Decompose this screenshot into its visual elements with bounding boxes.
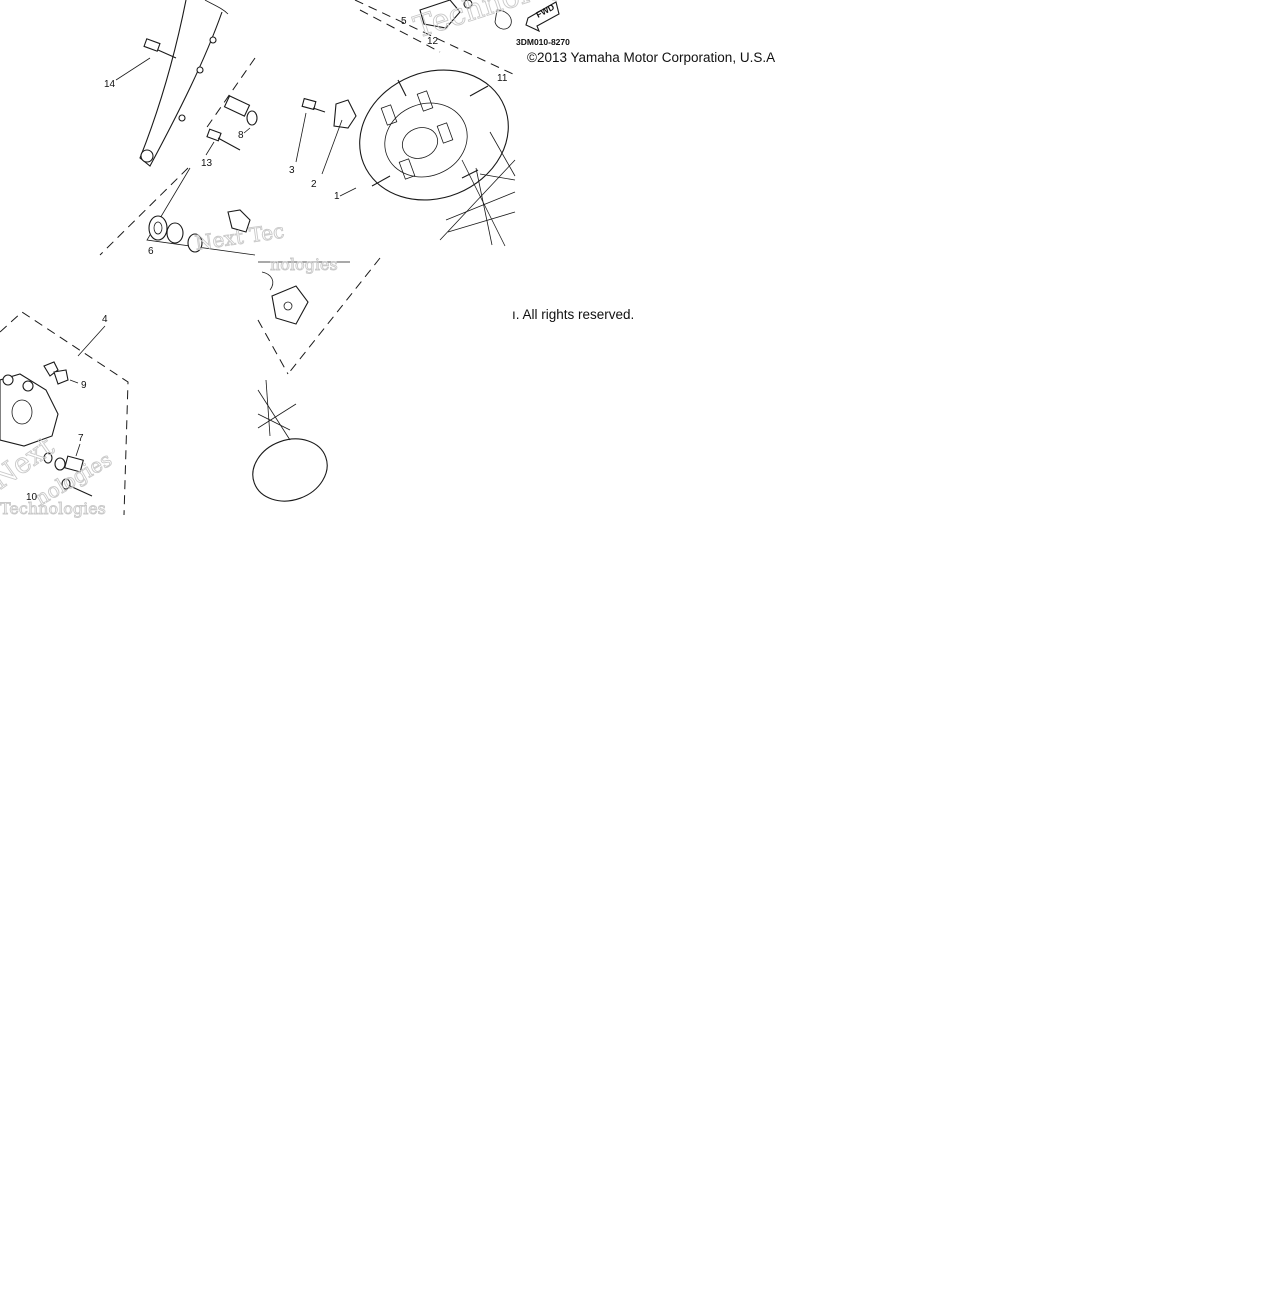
svg-text:Technologies: Technologies [410,0,610,46]
callout-11: 11 [497,73,508,84]
callout-10: 10 [26,492,38,503]
brake-disc [339,69,509,201]
bolt-13 [205,128,241,156]
spring-11 [494,9,512,30]
callout-7: 7 [78,433,84,444]
copyright-top: ©2013 Yamaha Motor Corporation, U.S.A [527,50,775,65]
pad-5 [419,0,461,29]
callout-13: 13 [201,158,213,169]
svg-text:nologies: nologies [270,255,338,274]
wheel-spokes [439,131,516,247]
copyright-bottom: ı. All rights reserved. [512,307,634,322]
bleed-screw-9 [43,361,79,385]
callout-3: 3 [289,165,295,176]
callout-1: 1 [334,191,340,202]
svg-text:Next Tec: Next Tec [193,219,285,255]
fork-top [204,0,229,15]
fwd-arrow-icon [525,1,560,33]
washer-2 [321,99,357,175]
svg-text:Technologies: Technologies [0,499,106,518]
pin-12 [463,0,473,9]
callout-5: 5 [401,16,407,27]
tile-wheel [252,379,328,502]
axle-boss [140,149,154,163]
tile-pad [257,257,381,375]
pin-10 [61,478,93,497]
fork-hole-1 [209,36,217,44]
brake-pad [271,285,309,325]
diagram-code: 3DM010-8270 [516,37,570,47]
bolt-7 [43,443,84,473]
caliper-body [0,373,59,447]
tile-brake-disc [295,0,560,247]
callout-6: 6 [148,246,154,257]
callout-2: 2 [311,179,317,190]
callout-9: 9 [81,380,87,391]
fork-hole-2 [196,66,204,74]
sleeve-8 [223,95,258,134]
pad-clip [227,209,251,233]
callout-4: 4 [102,314,108,325]
bolt-14 [115,38,177,81]
fork-leg [139,0,223,167]
seal-6 [148,215,203,253]
callout-8: 8 [238,130,244,141]
tile-caliper [0,311,129,516]
callout-14: 14 [104,79,116,90]
fork-hole-3 [178,114,186,122]
callout-12: 12 [427,36,439,47]
bolt-3 [295,97,326,163]
tile-fork-leg [99,0,258,256]
callouts: 14 13 8 6 5 12 11 3 2 1 4 9 7 10 [26,16,508,503]
